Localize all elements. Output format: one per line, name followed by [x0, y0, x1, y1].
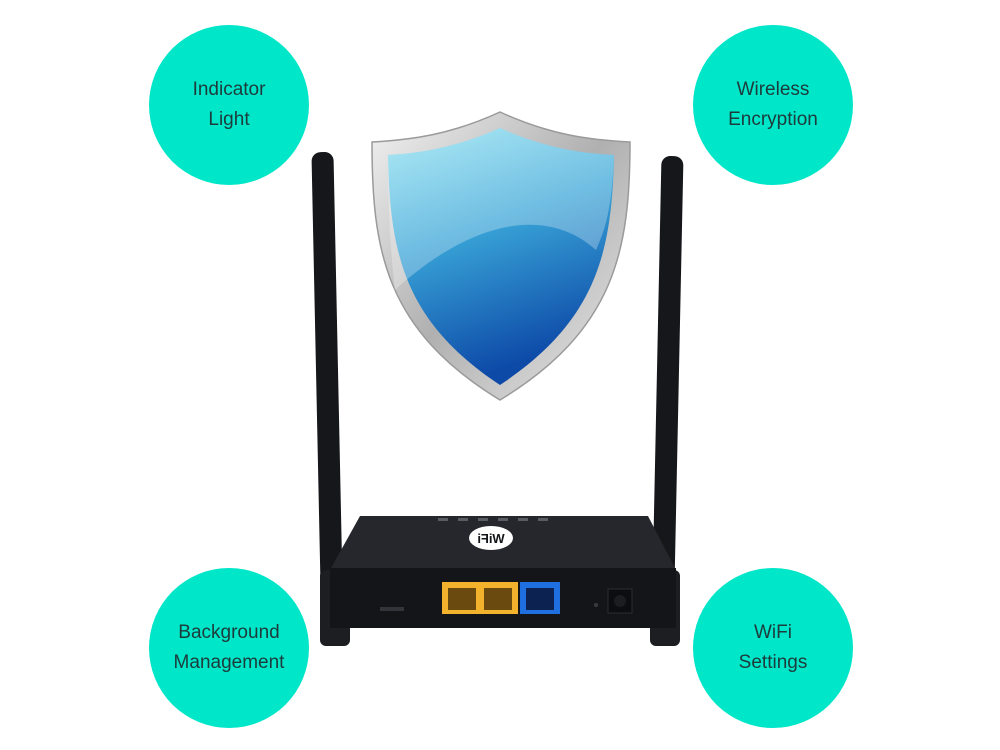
feature-label-line2: Management	[173, 652, 285, 673]
wifi-logo: WiFi	[469, 526, 513, 550]
feature-label-line1: Background	[178, 622, 280, 643]
power-jack	[607, 588, 633, 614]
feature-label-line1: Indicator	[192, 79, 266, 100]
feature-label-line2: Settings	[738, 652, 808, 673]
shield-icon	[371, 111, 631, 401]
feature-wireless-encryption: Wireless Encryption	[693, 25, 853, 185]
feature-label-line1: Wireless	[736, 79, 810, 100]
router-body: WiFi	[330, 516, 676, 628]
wan-port	[520, 582, 560, 614]
feature-label-line2: Encryption	[728, 109, 818, 130]
feature-label-line2: Light	[208, 109, 250, 130]
feature-wifi-settings: WiFi Settings	[693, 568, 853, 728]
feature-label-line1: WiFi	[754, 622, 792, 643]
svg-text:WiFi: WiFi	[477, 531, 504, 546]
feature-background-management: Background Management	[149, 568, 309, 728]
feature-indicator-light: Indicator Light	[149, 25, 309, 185]
lan-ports	[442, 582, 518, 614]
